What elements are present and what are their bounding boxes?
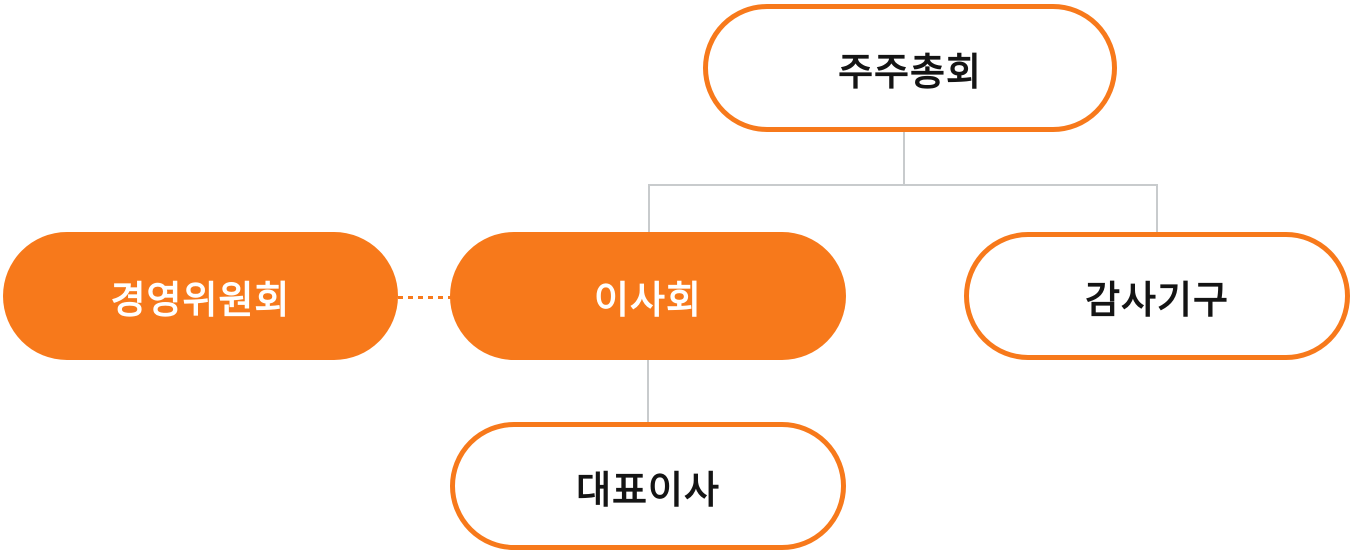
- node-ceo-label: 대표이사: [576, 469, 720, 512]
- connector-shareholders-stem: [903, 130, 905, 185]
- node-shareholders-meeting-label: 주주총회: [838, 51, 982, 94]
- node-board-of-directors-label: 이사회: [594, 279, 702, 322]
- node-audit-body: 감사기구: [964, 232, 1350, 360]
- connector-audit-drop: [1156, 184, 1158, 234]
- connector-board-ceo-stem: [647, 358, 649, 424]
- node-management-committee-label: 경영위원회: [110, 279, 291, 322]
- connector-horizontal-rail: [648, 184, 1158, 186]
- connector-management-board-dashed: [398, 296, 452, 299]
- node-shareholders-meeting: 주주총회: [703, 4, 1117, 132]
- node-board-of-directors: 이사회: [450, 232, 846, 360]
- connector-board-drop: [648, 184, 650, 234]
- node-management-committee: 경영위원회: [3, 232, 398, 360]
- node-audit-body-label: 감사기구: [1085, 279, 1229, 322]
- node-ceo: 대표이사: [450, 422, 846, 550]
